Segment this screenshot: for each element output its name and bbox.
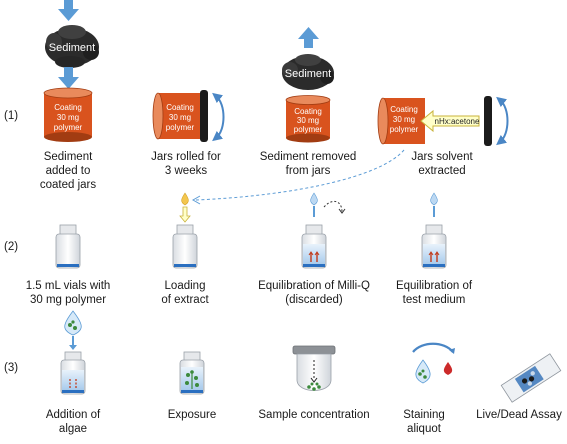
vial-empty-icon <box>55 224 81 269</box>
svg-text:30 mg: 30 mg <box>169 113 191 122</box>
svg-text:polymer: polymer <box>166 123 195 132</box>
rotation-arrow-icon <box>212 92 225 142</box>
svg-text:30 mg: 30 mg <box>393 115 415 124</box>
vial-testmedium-icon <box>421 192 447 269</box>
curved-arrow-icon <box>412 342 454 353</box>
svg-text:polymer: polymer <box>54 123 83 132</box>
solvent-label: nHx:acetone <box>435 117 480 126</box>
down-arrow-icon <box>58 0 79 21</box>
microscope-slide-icon <box>500 353 562 403</box>
step1b-graphic: Coating 30 mg polymer <box>152 90 225 142</box>
sediment-blob-icon: Sediment <box>282 54 334 90</box>
discard-arrow-icon <box>323 200 343 213</box>
staining-icon <box>412 342 455 384</box>
step1a-graphic: Sediment Coating 30 mg polymer <box>43 0 99 142</box>
coated-jar-icon: Coating 30 mg polymer <box>285 95 331 143</box>
droplet-icon <box>181 192 189 206</box>
up-arrow-icon <box>298 27 319 48</box>
row-label-2: (2) <box>4 241 19 253</box>
rolled-jar-icon: Coating 30 mg polymer <box>152 90 208 142</box>
svg-text:polymer: polymer <box>294 125 323 134</box>
coated-jar-icon: Coating 30 mg polymer <box>43 87 93 142</box>
dashed-transfer-arrow <box>195 149 405 201</box>
sediment-label: Sediment <box>49 42 95 54</box>
down-arrow-icon <box>58 67 79 89</box>
row-label-1: (1) <box>4 110 19 122</box>
svg-text:30 mg: 30 mg <box>297 116 319 125</box>
jar-lid-icon <box>484 96 492 146</box>
solvent-arrow-icon <box>420 109 480 133</box>
svg-text:Sediment: Sediment <box>285 68 331 80</box>
caption-step3e: Live/Dead Assay <box>476 409 562 421</box>
svg-text:Coating: Coating <box>294 107 322 116</box>
svg-text:Coating: Coating <box>54 103 82 112</box>
svg-text:Coating: Coating <box>166 103 194 112</box>
vial-algae-icon <box>60 310 86 395</box>
droplet-icon <box>430 192 438 206</box>
rotation-arrow-icon <box>496 96 509 146</box>
step1c-graphic: Sediment Coating 30 mg polymer <box>282 27 334 143</box>
svg-text:Coating: Coating <box>390 105 418 114</box>
extraction-jar-icon: Coating 30 mg polymer <box>377 97 425 145</box>
vial-loading-icon <box>172 192 198 269</box>
svg-text:30 mg: 30 mg <box>57 113 79 122</box>
down-arrow-icon <box>179 206 191 223</box>
svg-text:polymer: polymer <box>390 125 419 134</box>
centrifuge-tube-icon <box>292 345 336 391</box>
caption-step3b: Exposure <box>167 409 217 421</box>
step1d-graphic: Coating 30 mg polymer nHx:acetone <box>191 96 509 205</box>
caption-step2c: Equilibration of Milli-Q(discarded) <box>258 280 370 306</box>
vial-exposure-icon <box>179 351 205 395</box>
row-label-3: (3) <box>4 362 19 374</box>
sediment-blob-icon: Sediment <box>45 25 99 68</box>
droplet-icon <box>310 192 318 206</box>
stain-drop-icon <box>443 362 453 375</box>
caption-step3c: Sample concentration <box>258 409 370 421</box>
vial-milliq-icon <box>301 192 346 269</box>
